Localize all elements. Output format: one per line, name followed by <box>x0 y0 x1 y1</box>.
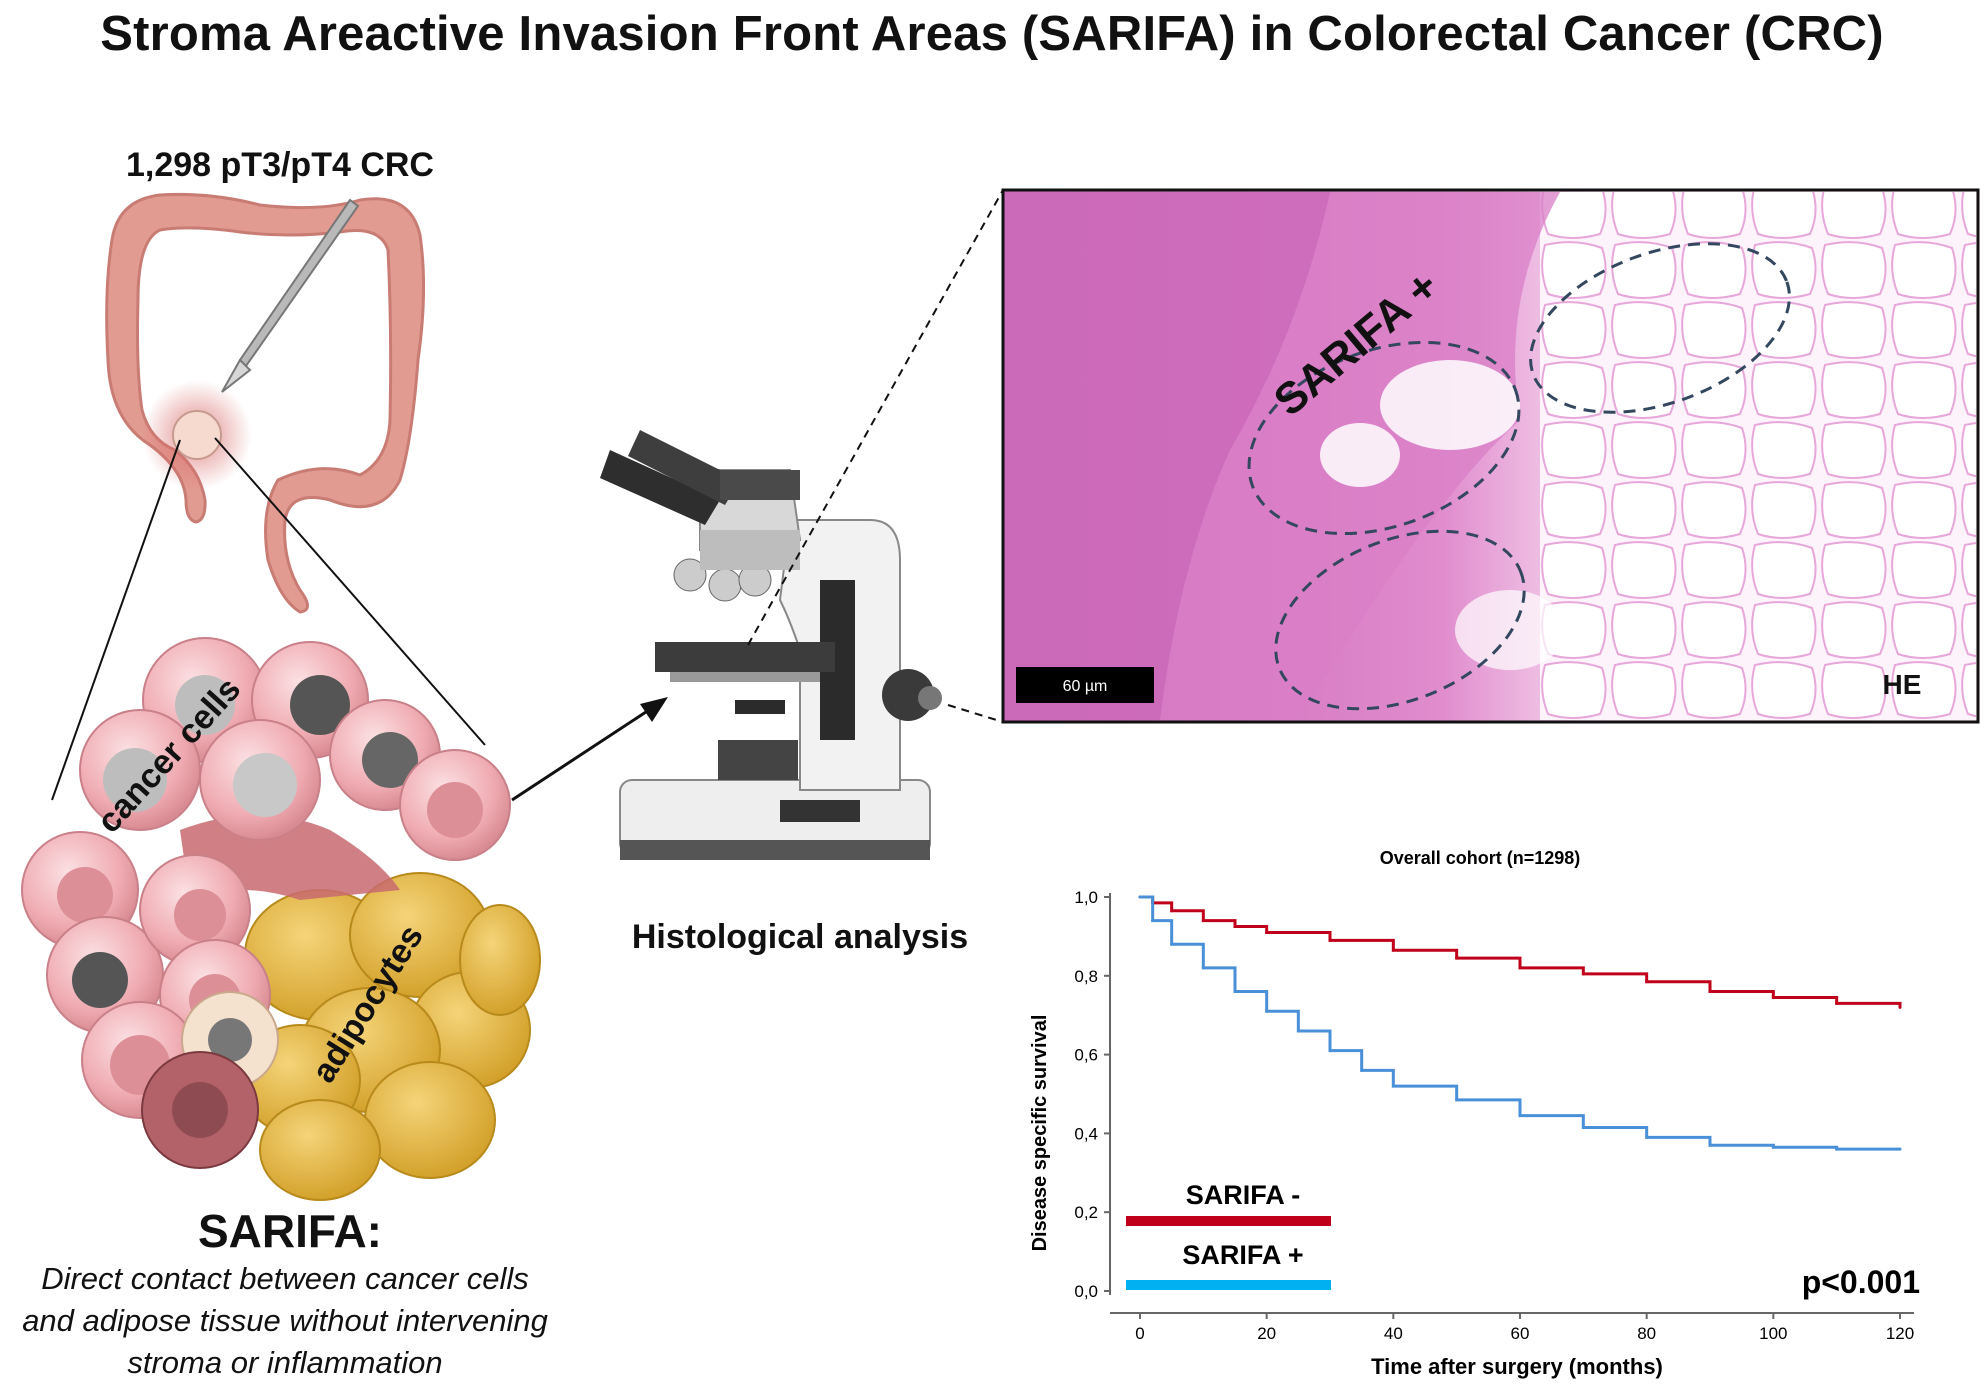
zoom-line-right <box>214 437 486 746</box>
y-tick-label: 0,0 <box>1074 1282 1098 1301</box>
survival-point <box>1170 909 1174 913</box>
legend-label-sarifa-positive: SARIFA + <box>1182 1240 1303 1270</box>
x-tick-label: 120 <box>1886 1324 1914 1343</box>
colon-icon <box>105 192 426 614</box>
survival-point <box>1581 972 1585 976</box>
survival-point <box>1360 1068 1364 1072</box>
legend-swatch-sarifa-negative <box>1126 1216 1331 1226</box>
survival-point <box>1328 938 1332 942</box>
survival-point <box>1265 930 1269 934</box>
survival-point <box>1898 1005 1902 1009</box>
zoom-line-bottom <box>947 704 1004 723</box>
survival-point <box>1708 990 1712 994</box>
y-tick-label: 0,4 <box>1074 1124 1098 1143</box>
histology-image: SARIFA + 60 µm HE <box>1001 188 1980 724</box>
survival-point <box>1708 1143 1712 1147</box>
survival-point <box>1328 1049 1332 1053</box>
tumor-icon <box>172 410 222 460</box>
scale-bar-label: 60 µm <box>1063 678 1108 695</box>
figure-title: Stroma Areactive Invasion Front Areas (S… <box>100 7 1884 61</box>
survival-point <box>1835 1147 1839 1151</box>
kaplan-meier-chart: Overall cohort (n=1298) 0,0 0,2 0,4 0,6 0,8 1… <box>1029 848 1920 1379</box>
survival-point <box>1771 995 1775 999</box>
legend-swatch-sarifa-positive <box>1126 1280 1331 1290</box>
x-tick-label: 100 <box>1759 1324 1787 1343</box>
sarifa-definition-line: Direct contact between cancer cells <box>41 1261 529 1296</box>
p-value-annotation: p<0.001 <box>1802 1264 1920 1300</box>
survival-point <box>1771 1145 1775 1149</box>
survival-point <box>1835 1001 1839 1005</box>
survival-curve-sarifa-negative <box>1140 895 1902 1008</box>
x-tick-label: 40 <box>1384 1324 1403 1343</box>
survival-point <box>1138 895 1142 899</box>
arrow-to-microscope <box>511 697 668 802</box>
survival-point <box>1581 1125 1585 1129</box>
chart-title: Overall cohort (n=1298) <box>1380 848 1581 868</box>
sarifa-heading: SARIFA: <box>198 1205 382 1257</box>
zoom-line-top <box>747 189 1004 646</box>
cell-cluster-illustration: cancer cells adipocytes <box>21 637 541 1201</box>
survival-point <box>1455 956 1459 960</box>
scale-bar <box>1016 667 1154 703</box>
survival-point <box>1170 942 1174 946</box>
y-tick-label: 0,2 <box>1074 1203 1098 1222</box>
scalpel-icon <box>221 198 360 393</box>
microscope-icon <box>600 430 942 860</box>
survival-point <box>1455 1098 1459 1102</box>
survival-point <box>1201 919 1205 923</box>
x-axis-label: Time after surgery (months) <box>1371 1354 1663 1379</box>
x-tick-label: 0 <box>1135 1324 1144 1343</box>
y-axis-label: Disease specific survival <box>1029 1015 1051 1252</box>
histological-analysis-label: Histological analysis <box>631 918 969 956</box>
stain-label: HE <box>1883 669 1922 700</box>
colon-illustration <box>51 192 486 801</box>
y-tick-label: 0,6 <box>1074 1046 1098 1065</box>
y-tick-label: 1,0 <box>1074 888 1098 907</box>
survival-point <box>1233 925 1237 929</box>
x-tick-label: 20 <box>1257 1324 1276 1343</box>
survival-curve-sarifa-positive <box>1140 895 1900 1151</box>
y-tick-label: 0,8 <box>1074 967 1098 986</box>
survival-point <box>1233 990 1237 994</box>
survival-point <box>1201 966 1205 970</box>
cancer-cells-group <box>21 637 511 1169</box>
adipocytes-group <box>239 872 541 1201</box>
survival-point <box>1265 1009 1269 1013</box>
survival-point <box>1151 919 1155 923</box>
cohort-label: 1,298 pT3/pT4 CRC <box>126 146 434 184</box>
legend-label-sarifa-negative: SARIFA - <box>1186 1180 1301 1210</box>
zoom-line-left <box>51 439 181 801</box>
survival-point <box>1518 1114 1522 1118</box>
survival-point <box>1645 1135 1649 1139</box>
survival-point <box>1518 966 1522 970</box>
survival-point <box>1391 1084 1395 1088</box>
sarifa-definition-line: and adipose tissue without intervening <box>22 1303 548 1338</box>
survival-point <box>1296 1029 1300 1033</box>
survival-point <box>1391 948 1395 952</box>
x-tick-label: 80 <box>1637 1324 1656 1343</box>
survival-point <box>1898 1147 1902 1151</box>
sarifa-definition: Direct contact between cancer cells and … <box>0 1258 570 1384</box>
survival-point <box>1645 980 1649 984</box>
sarifa-definition-line: stroma or inflammation <box>127 1345 443 1380</box>
x-tick-label: 60 <box>1511 1324 1530 1343</box>
